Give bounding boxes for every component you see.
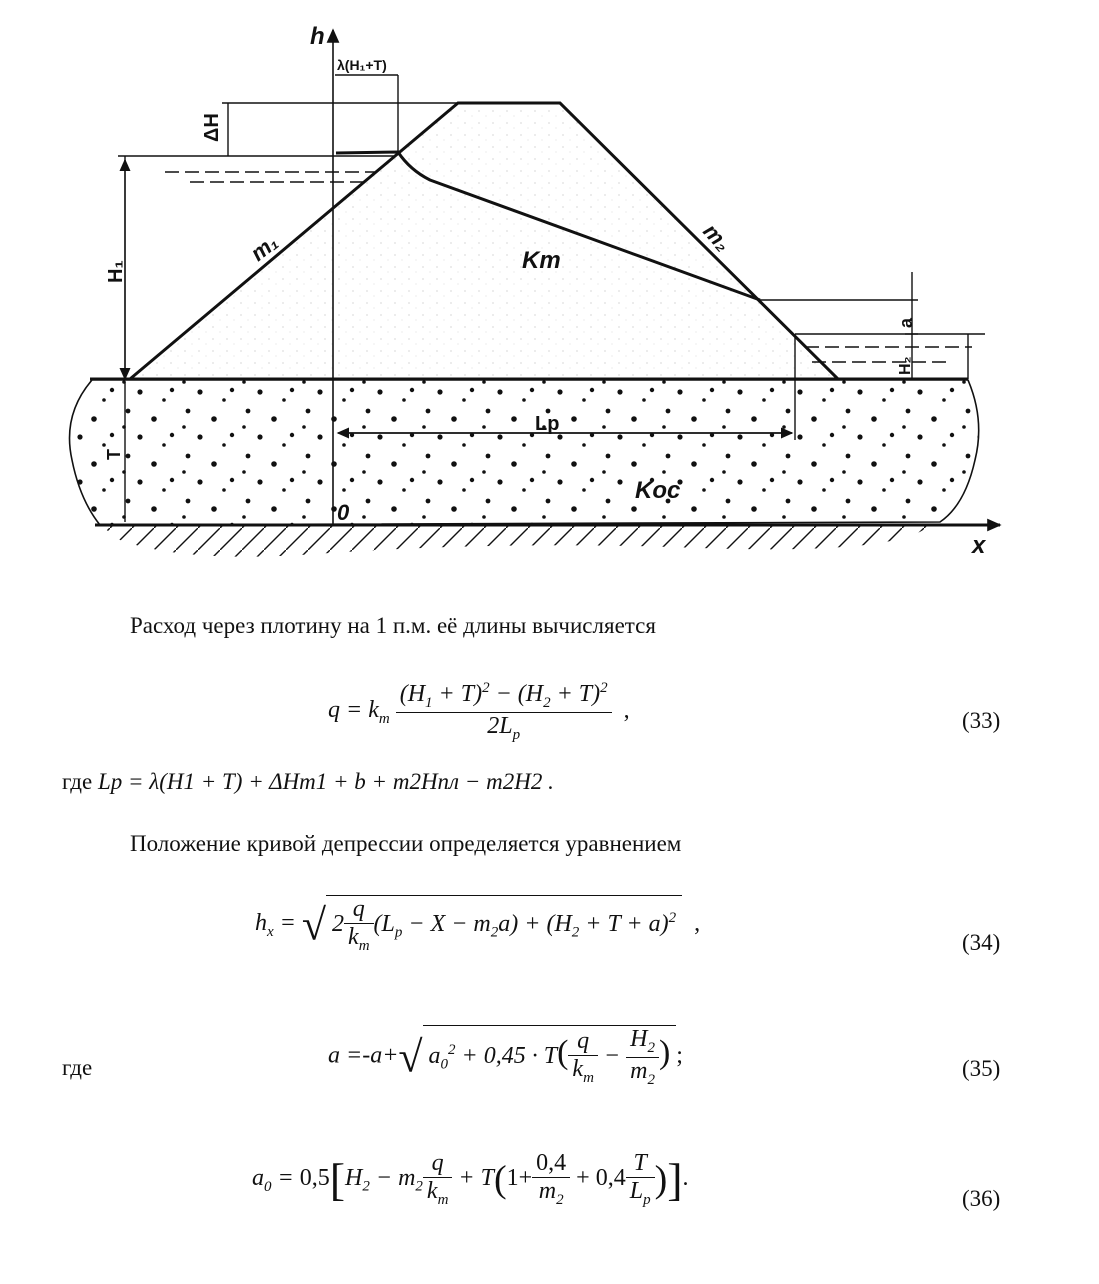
t-label: T [104,449,124,460]
km-label: Km [522,247,561,274]
equation-number-34: (34) [962,930,1001,955]
lp-label: Lp [535,413,559,435]
depression-curve [335,150,761,302]
paragraph-flow-rate: Расход через плотину на 1 п.м. её длины … [130,613,656,638]
h-axis-label: h [310,23,325,50]
lambda-label: λ(H₁+T) [337,57,387,73]
impervious-base-hatch [100,525,930,557]
origin-label: 0 [337,500,350,525]
paragraph-depression-curve: Положение кривой депрессии определяется … [130,831,682,856]
equation-number-36: (36) [962,1186,1001,1211]
equation-number-33: (33) [962,708,1001,733]
x-axis-label: x [970,532,987,559]
where-label: где [62,1055,93,1080]
koc-label: Koc [635,477,680,504]
dh-label: ΔH [201,113,223,142]
equation-33: q = km (H1 + T)2 − (H2 + T)2 2Lp , [328,680,630,743]
h2-label: H₂ [897,356,914,375]
a-label: a [896,317,916,328]
equation-number-35: (35) [962,1056,1001,1081]
where-prefix: где [62,769,98,794]
dam-diagram: h x 0 λ(H₁+T) ΔH H₁ T m₁ m₂ Km a H₂ Lp K… [68,23,1002,559]
paragraph-where-lp: где Lp = λ(H1 + T) + ΔHm1 + b + m2Hпл − … [62,768,554,796]
foundation-soil [68,379,980,526]
h1-label: H₁ [105,260,127,283]
lp-definition: Lp = λ(H1 + T) + ΔHm1 + b + m2Hпл − m2H2… [97,769,554,794]
